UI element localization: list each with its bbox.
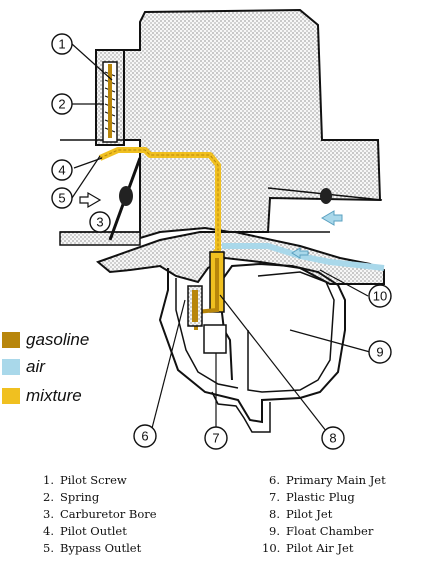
- callout-5: 5: [51, 187, 73, 209]
- callout-8: 8: [321, 426, 345, 450]
- plastic-plug: [203, 324, 227, 354]
- part-item: 4.Pilot Outlet: [43, 524, 127, 538]
- legend-mixture-label: mixture: [26, 386, 82, 405]
- parts-list-right: 6.Primary Main Jet 7.Plastic Plug 8.Pilo…: [262, 472, 386, 557]
- float-bottom: [211, 391, 271, 433]
- svg-text:8: 8: [329, 431, 336, 446]
- part-item: 10.Pilot Air Jet: [262, 541, 354, 555]
- part-item: 8.Pilot Jet: [269, 507, 333, 521]
- svg-text:4: 4: [58, 163, 65, 178]
- parts-list-left: 1.Pilot Screw 2.Spring 3.Carburetor Bore…: [40, 472, 157, 557]
- svg-text:1: 1: [58, 37, 65, 52]
- bore-lower: [59, 231, 141, 246]
- throttle-shaft: [119, 186, 133, 206]
- arrow-bore-right: [321, 210, 343, 226]
- legend-gasoline-label: gasoline: [26, 330, 90, 349]
- float-chamber-wall: [175, 278, 239, 389]
- svg-text:10: 10: [373, 289, 387, 304]
- svg-text:3: 3: [96, 215, 103, 230]
- air-swatch: [2, 359, 20, 375]
- callout-7: 7: [204, 426, 228, 450]
- lower-body: [96, 231, 385, 285]
- legend-air: air: [2, 357, 45, 377]
- float-chamber-inner: [247, 271, 335, 393]
- part-item: 6.Primary Main Jet: [269, 473, 386, 487]
- legend-mixture: mixture: [2, 386, 82, 406]
- part-item: 5.Bypass Outlet: [43, 541, 142, 555]
- svg-text:9: 9: [376, 345, 383, 360]
- callout-2: 2: [51, 93, 73, 115]
- callout-1: 1: [51, 33, 73, 55]
- arrow-left: [79, 191, 102, 209]
- pilot-screw-gas: [108, 64, 112, 138]
- legend-air-label: air: [26, 357, 45, 376]
- svg-text:6: 6: [141, 429, 148, 444]
- callout-4: 4: [51, 159, 73, 181]
- legend-gasoline: gasoline: [2, 330, 89, 350]
- svg-text:5: 5: [58, 191, 65, 206]
- callout-6: 6: [133, 424, 157, 448]
- svg-text:7: 7: [212, 431, 219, 446]
- part-item: 1.Pilot Screw: [43, 473, 127, 487]
- mixture-swatch: [2, 388, 20, 404]
- part-item: 3.Carburetor Bore: [43, 507, 157, 521]
- choke-shaft: [320, 188, 332, 204]
- part-item: 2.Spring: [43, 490, 100, 504]
- callout-10: 10: [368, 284, 392, 308]
- callout-3: 3: [89, 211, 111, 233]
- upper-body: [119, 8, 382, 240]
- part-item: 7.Plastic Plug: [269, 490, 355, 504]
- callout-9: 9: [368, 340, 392, 364]
- svg-text:2: 2: [58, 97, 65, 112]
- part-item: 9.Float Chamber: [269, 524, 374, 538]
- gasoline-swatch: [2, 332, 20, 348]
- leader-lines: [71, 43, 371, 437]
- arrow-air-jet: [291, 247, 309, 259]
